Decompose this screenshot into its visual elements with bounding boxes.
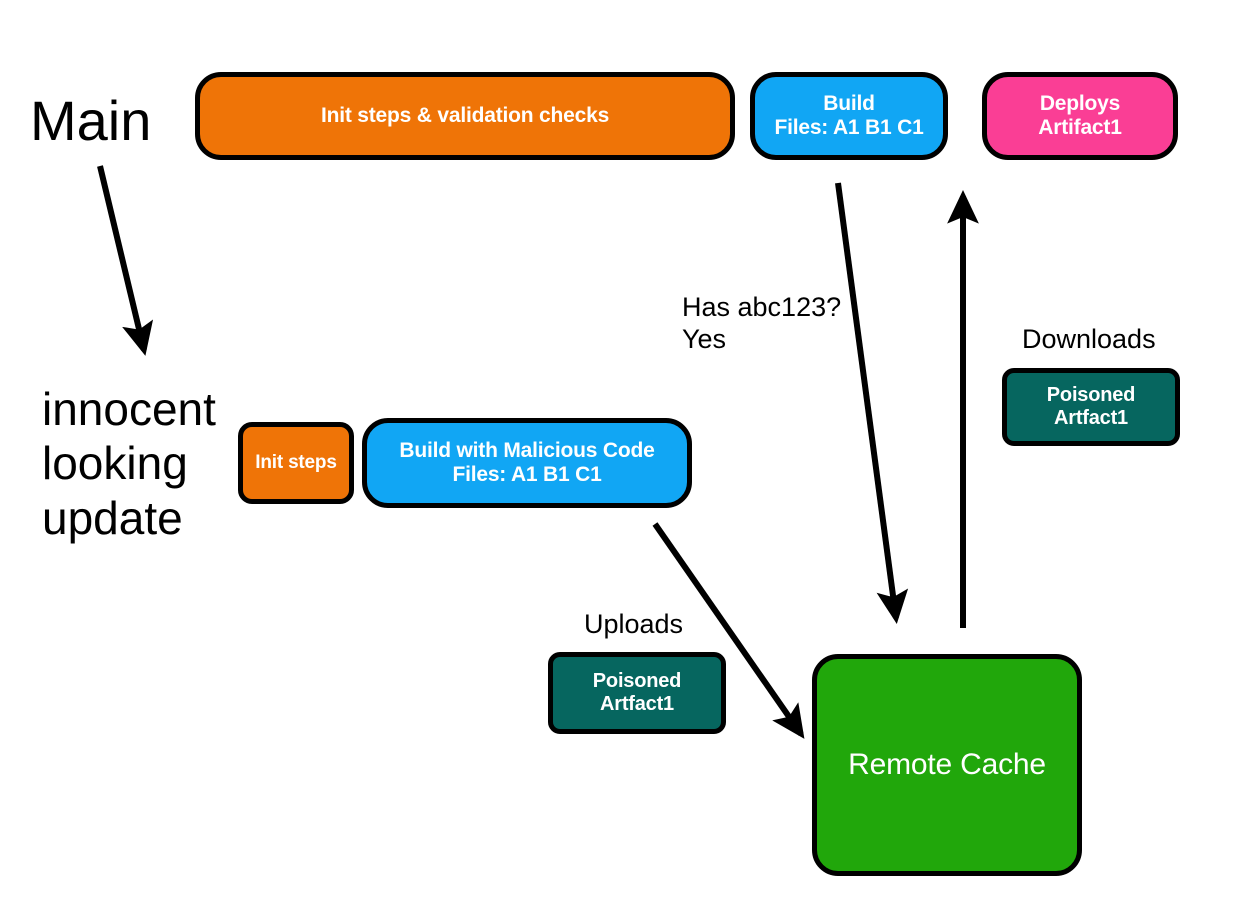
lane-label-main: Main <box>30 89 152 152</box>
node-poisoned-artifact-downloaded[interactable]: Poisoned Artfact1 <box>1002 368 1180 446</box>
node-remote-cache[interactable]: Remote Cache <box>812 654 1082 876</box>
edge-label-uploads: Uploads <box>584 609 684 639</box>
node-main-deploys-artifact[interactable]: Deploys Artifact1 <box>982 72 1178 160</box>
node-main-build[interactable]: Build Files: A1 B1 C1 <box>750 72 948 160</box>
node-pr-build-malicious[interactable]: Build with Malicious Code Files: A1 B1 C… <box>362 418 692 508</box>
node-poisoned-artifact-uploaded[interactable]: Poisoned Artfact1 <box>548 652 726 734</box>
node-main-init-steps[interactable]: Init steps & validation checks <box>195 72 735 160</box>
edge-label-downloads: Downloads <box>1022 324 1156 354</box>
arrow-build-to-cache <box>835 182 909 624</box>
node-pr-init-steps[interactable]: Init steps <box>238 422 354 504</box>
edge-label-cache-lookup: Has abc123? Yes <box>682 292 842 354</box>
arrow-main-to-update <box>97 165 154 356</box>
lane-label-pull-request: innocent looking update <box>42 383 216 544</box>
